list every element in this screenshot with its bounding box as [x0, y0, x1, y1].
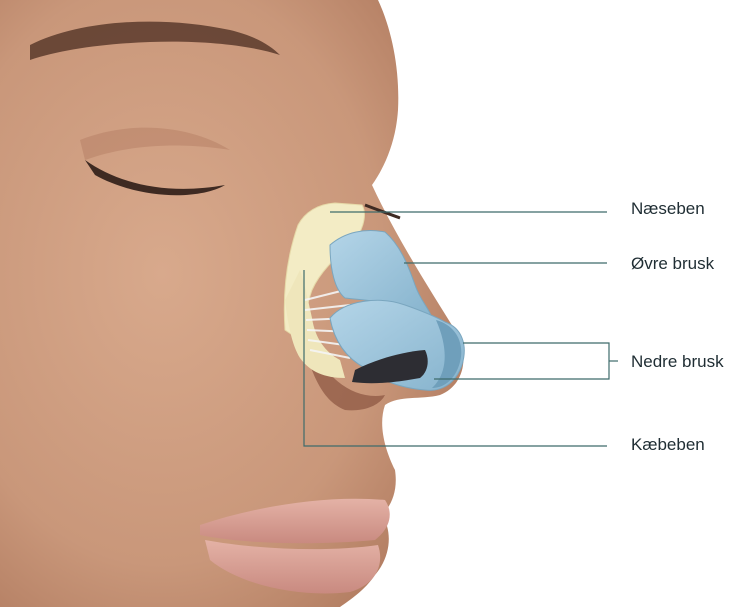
label-lower-cartilage: Nedre brusk — [631, 352, 724, 372]
label-upper-cartilage: Øvre brusk — [631, 254, 714, 274]
label-maxilla: Kæbeben — [631, 435, 705, 455]
label-nasal-bone: Næseben — [631, 199, 705, 219]
